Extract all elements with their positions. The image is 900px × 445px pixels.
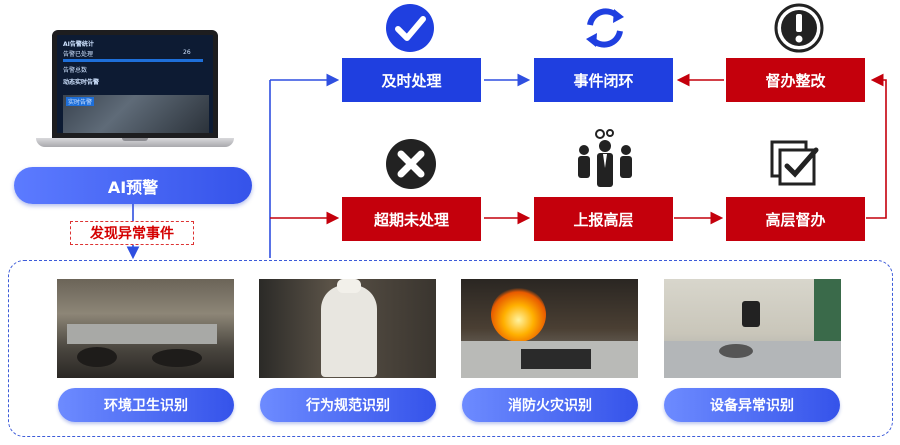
team-gears-icon — [578, 129, 632, 187]
photo-fire-safety — [461, 279, 638, 378]
screen-tag: 实时告警 — [66, 97, 95, 106]
flow-event-closed: 事件闭环 — [534, 58, 673, 102]
photo-equipment-anomaly — [664, 279, 841, 378]
screen-section-title: 动态实时告警 — [63, 79, 100, 86]
discover-anomaly-label: 发现异常事件 — [70, 221, 194, 245]
scenario-container — [8, 260, 893, 437]
flow-timely-handling: 及时处理 — [342, 58, 481, 102]
laptop-base — [36, 138, 234, 147]
flow-exec-supervise: 高层督办 — [726, 197, 865, 241]
checklist-icon — [770, 140, 819, 186]
flow-supervise-rectify: 督办整改 — [726, 58, 865, 102]
laptop-notch — [122, 138, 148, 141]
laptop-screen: AI告警统计 告警已处理 26 告警总数 动态实时告警 实时告警 — [52, 30, 218, 138]
photo-kitchen-environment — [57, 279, 234, 378]
screen-progress-bar — [63, 59, 203, 62]
check-circle-icon — [386, 4, 434, 52]
screen-row-1-value: 26 — [183, 49, 191, 56]
screen-row-2-label: 告警总数 — [63, 67, 88, 74]
scenario-hygiene-button[interactable]: 环境卫生识别 — [58, 388, 234, 422]
screen-camera-feed: 实时告警 — [63, 95, 209, 133]
exclamation-circle-icon — [774, 3, 824, 53]
scenario-equipment-button[interactable]: 设备异常识别 — [664, 388, 840, 422]
scenario-fire-button[interactable]: 消防火灾识别 — [462, 388, 638, 422]
ai-warning-button[interactable]: AI预警 — [14, 167, 252, 204]
screen-panel-title: AI告警统计 — [63, 41, 94, 48]
x-circle-icon — [386, 139, 436, 189]
refresh-cycle-icon — [586, 8, 624, 48]
flow-overdue-unhandled: 超期未处理 — [342, 197, 481, 241]
flow-report-upper: 上报高层 — [534, 197, 673, 241]
photo-chef-behavior — [259, 279, 436, 378]
screen-row-1-label: 告警已处理 — [63, 51, 94, 58]
scenario-behavior-button[interactable]: 行为规范识别 — [260, 388, 436, 422]
exec-to-supervise-line — [866, 73, 887, 219]
